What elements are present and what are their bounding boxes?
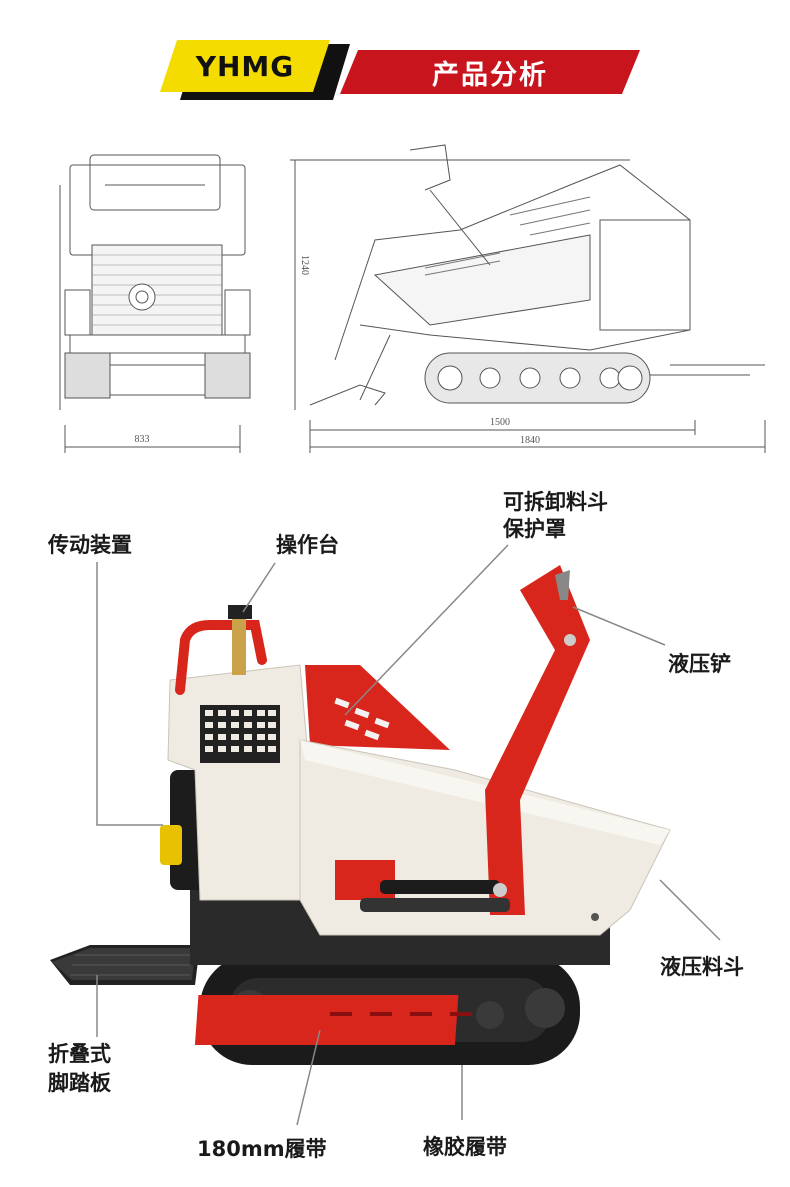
- machine-illustration: [50, 544, 721, 1126]
- leader-guard: [344, 544, 509, 716]
- rubber-track: [194, 955, 580, 1065]
- height-dim: 1240: [299, 255, 310, 275]
- hydraulic-arm: [335, 565, 590, 915]
- label-bucket: 液压料斗: [660, 955, 744, 979]
- label-guard-line2: 保护罩: [503, 517, 566, 541]
- label-console: 操作台: [276, 533, 339, 557]
- label-shovel: 液压铲: [668, 652, 731, 676]
- technical-drawing: 833 1240 1500 1840: [59, 144, 766, 453]
- folding-pedal: [50, 945, 200, 985]
- header-banner: YHMG 产品分析: [150, 40, 650, 102]
- leader-console: [242, 562, 276, 613]
- operator-housing: [167, 605, 311, 901]
- hopper-guard: [305, 665, 450, 750]
- total-length-dim: 1840: [520, 435, 540, 446]
- front-width-dim: 833: [135, 434, 150, 445]
- brand-logo: YHMG: [195, 49, 295, 83]
- leader-track-size: [296, 1029, 321, 1126]
- inner-length-dim: 1500: [490, 417, 510, 428]
- page-title: 产品分析: [432, 59, 548, 91]
- title-bar-bg: [340, 50, 640, 94]
- label-guard-line1: 可拆卸料斗: [503, 490, 608, 514]
- leader-shovel: [572, 606, 666, 646]
- side-view: [290, 144, 766, 453]
- logo-badge: YHMG: [160, 40, 330, 92]
- label-transmission: 传动装置: [48, 533, 132, 557]
- label-track-size: 180mm履带: [197, 1137, 327, 1161]
- leader-transmission: [96, 562, 163, 826]
- label-rubber-track: 橡胶履带: [423, 1135, 507, 1159]
- front-view: [59, 154, 251, 453]
- label-pedal-line2: 脚踏板: [48, 1071, 111, 1095]
- leader-bucket: [659, 879, 721, 941]
- label-pedal-line1: 折叠式: [48, 1042, 111, 1066]
